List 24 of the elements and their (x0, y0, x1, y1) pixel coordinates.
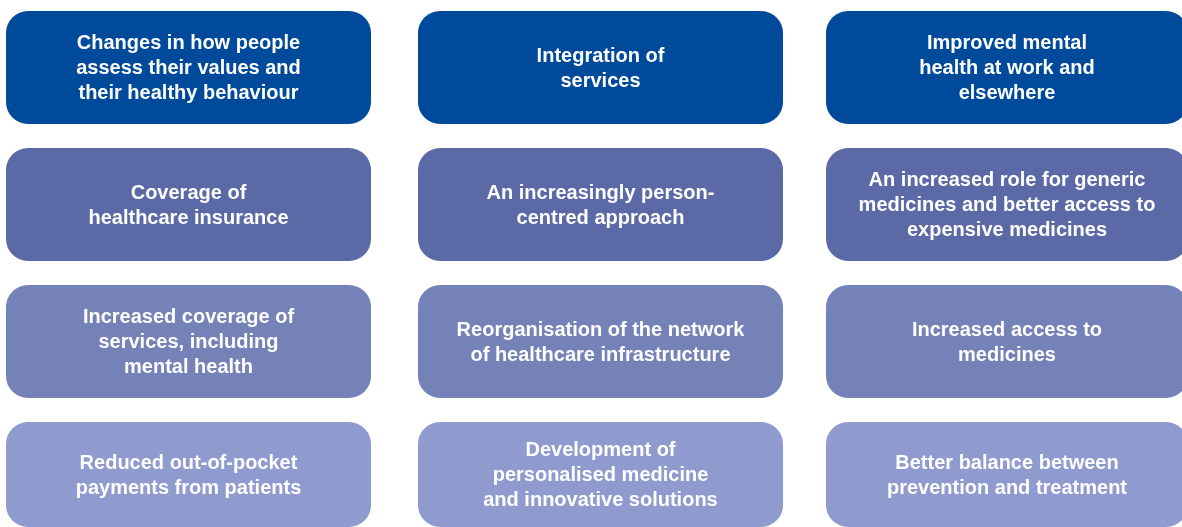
box-text: Increased coverage of services, including mental health (81, 304, 296, 379)
box-text: An increasingly person-centred approach (485, 179, 716, 230)
rounded-box (418, 148, 783, 261)
box-text: Changes in how people assess their values and their healthy behaviour (75, 30, 302, 105)
rounded-box (826, 148, 1182, 261)
box-text: Development of personalised medicine and innovative solutions (482, 437, 719, 512)
box-text: Integration of services (535, 42, 666, 93)
rounded-box (6, 148, 371, 261)
box-text: Better balance between prevention and treatment (885, 449, 1128, 500)
rounded-box (826, 422, 1182, 527)
rounded-box (6, 285, 371, 398)
rounded-box (826, 285, 1182, 398)
rounded-box (6, 11, 371, 124)
rounded-box (826, 11, 1182, 124)
box-text: Reorganisation of the network of healthcare infrastructure (455, 316, 746, 367)
rounded-box (418, 285, 783, 398)
box-text: Improved mental health at work and elsewhere (918, 30, 1096, 105)
box-text: Coverage of healthcare insurance (87, 179, 290, 230)
box-text: An increased role for generic medicines and better access to expensive medicines (857, 167, 1157, 242)
box-text: Reduced out-of-pocket payments from patients (74, 449, 303, 500)
rounded-box (6, 422, 371, 527)
box-text: Increased access to medicines (910, 316, 1104, 367)
rounded-box (418, 11, 783, 124)
rounded-box (418, 422, 783, 527)
